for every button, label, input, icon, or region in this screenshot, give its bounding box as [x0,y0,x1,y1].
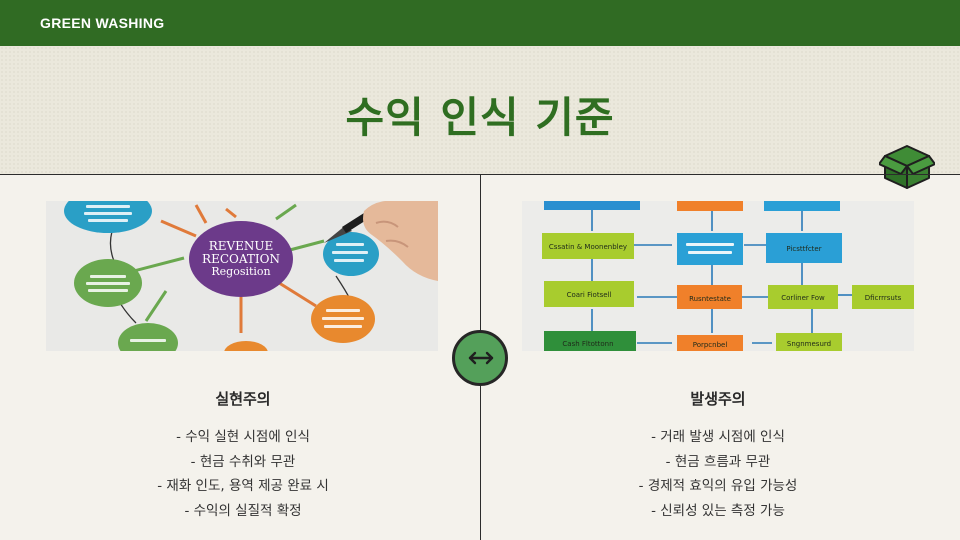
box-icon [878,142,936,192]
realization-list: - 수익 실현 시점에 인식 - 현금 수취와 무관 - 재화 인도, 용역 제… [3,425,483,523]
accrual-list: - 거래 발생 시점에 인식 - 현금 흐름과 무관 - 경제적 효익의 유입 … [478,425,958,523]
list-item: - 수익의 실질적 확정 [184,502,302,519]
flow-box-5-label: Picsttfcter [786,245,821,253]
list-item: - 현금 흐름과 무관 [665,453,771,470]
flow-box-4-label: Corliner Fow [781,294,825,302]
flow-box-9-label: Sngnmesurd [787,340,831,348]
realization-column: 실현주의 - 수익 실현 시점에 인식 - 현금 수취와 무관 - 재화 인도,… [3,388,483,523]
header-bar: GREEN WASHING [0,0,960,46]
accrual-title: 발생주의 [690,390,746,408]
mindmap-center-line-3: Regosition [211,265,270,278]
list-item: - 신뢰성 있는 측정 가능 [651,502,785,519]
list-item: - 거래 발생 시점에 인식 [651,429,785,445]
list-item: - 현금 수취와 무관 [190,453,296,470]
flow-box-7-label: Cash Fltottonn [562,340,613,348]
list-item: - 경제적 효익의 유입 가능성 [638,478,798,494]
flow-box-6-label: Dficrrrsuts [865,294,902,302]
list-item: - 수익 실현 시점에 인식 [176,429,310,445]
accrual-column: 발생주의 - 거래 발생 시점에 인식 - 현금 흐름과 무관 - 경제적 효익… [478,388,958,523]
title-band [0,46,960,174]
page-title: 수익 인식 기준 [345,93,615,142]
mindmap-center-line-1: REVENUE [209,239,274,253]
flow-box-1-label: Cssatin & Moonenbley [549,243,627,251]
mindmap-center-line-2: RECOATION [202,252,280,266]
brand-name: GREEN WASHING [40,15,165,31]
accrual-flowchart-image: Cssatin & Moonenbley Coari Fiotsell Rusn… [522,201,914,351]
flow-box-2-label: Coari Fiotsell [567,291,612,299]
realization-title: 실현주의 [215,390,271,408]
swap-button[interactable] [452,330,508,386]
flow-box-3-label: Rusntestate [689,295,731,303]
flow-box-8-label: Porpcnbel [693,341,728,349]
swap-arrows-icon [468,351,494,365]
revenue-mindmap-image: REVENUE RECOATION Regosition [46,201,438,351]
list-item: - 재화 인도, 용역 제공 완료 시 [157,478,329,494]
